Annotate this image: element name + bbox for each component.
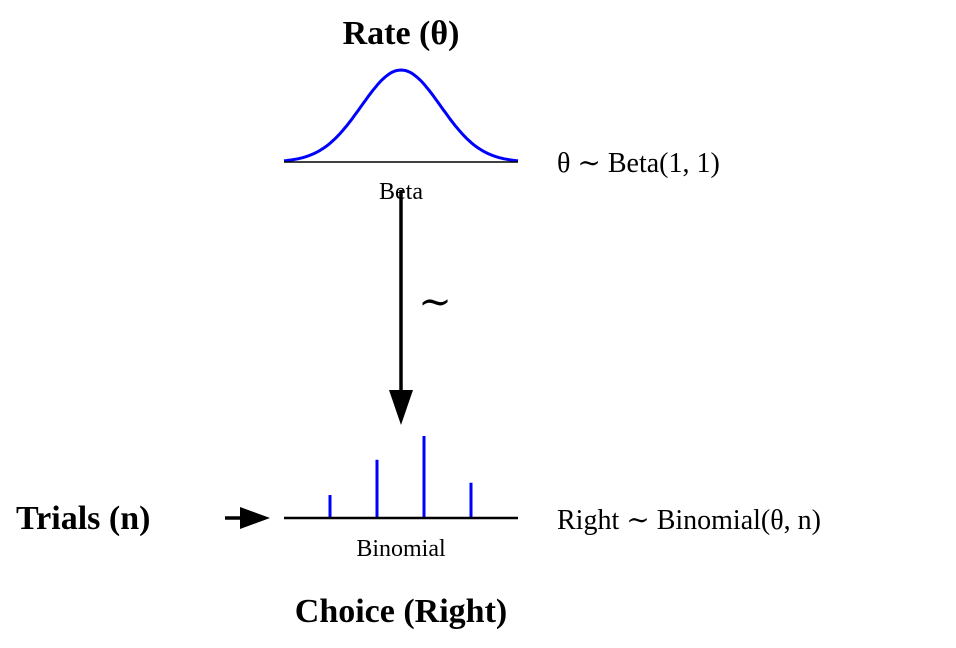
trials-node-title: Trials (n) <box>16 500 150 537</box>
binomial-dist-label: Binomial <box>356 536 446 562</box>
choice-formula: Right ∼ Binomial(θ, n) <box>557 505 821 536</box>
edge-arrowhead-icon <box>389 390 413 425</box>
trials-arrowhead-icon <box>240 507 270 529</box>
choice-node-title: Choice (Right) <box>295 593 507 630</box>
rate-node-title: Rate (θ) <box>343 15 460 52</box>
beta-density-curve <box>283 68 519 163</box>
rate-formula: θ ∼ Beta(1, 1) <box>557 148 720 179</box>
binomial-bars <box>328 436 473 518</box>
edge-label: ∼ <box>418 279 452 324</box>
